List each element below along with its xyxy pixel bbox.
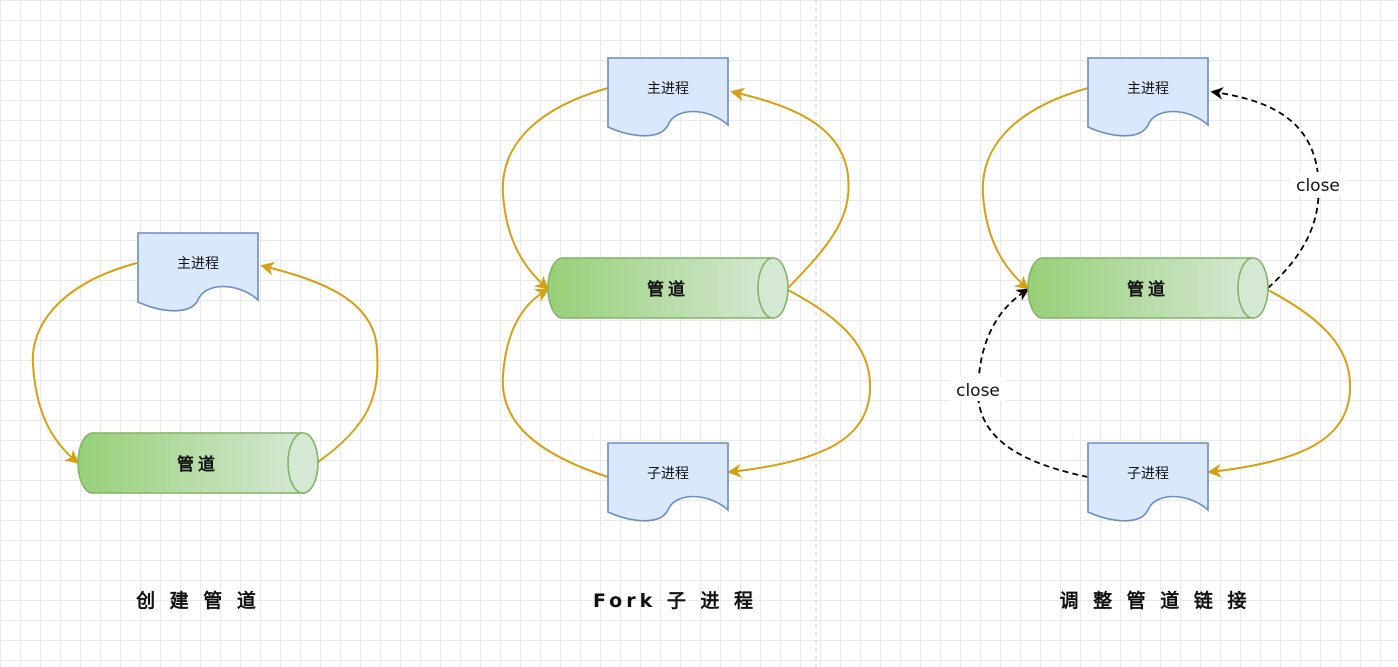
edge-pipe-to-parent [260,261,379,463]
pipe-label: 管道 [647,279,689,300]
parent-process-node: 主进程 [1087,57,1209,137]
pipe-node: 管道 [547,257,789,319]
edge-child-to-pipe [501,288,609,478]
caption-adjust-pipe-links: 调 整 管 道 链 接 [1059,589,1250,612]
pipe-label: 管道 [1127,279,1169,300]
pipe-node: 管道 [77,432,319,494]
child-process-label: 子进程 [1127,466,1169,482]
edge-parent-to-pipe [31,262,138,464]
panel-fork-child: 主进程 管道 子进程 Fork 子 进 程 [501,57,872,612]
parent-process-label: 主进程 [177,256,219,272]
close-label-top: close [1296,176,1340,196]
parent-process-label: 主进程 [647,81,689,97]
edge-pipe-to-child [727,289,872,478]
child-process-node: 子进程 [607,442,729,522]
parent-process-node: 主进程 [137,232,259,312]
child-process-label: 子进程 [647,466,689,482]
edge-parent-to-pipe [501,87,609,290]
child-process-node: 子进程 [1087,442,1209,522]
edge-pipe-to-child [1207,289,1352,478]
close-label-bottom: close [956,381,1000,401]
parent-process-node: 主进程 [607,57,729,137]
panel-adjust-pipe-links: close close 主进程 管道 子进程 调 整 管 道 链 接 [950,57,1352,612]
pipe-node: 管道 [1027,257,1269,319]
caption-create-pipe: 创 建 管 道 [135,589,260,612]
edge-pipe-to-parent [730,87,850,289]
pipe-label: 管道 [177,454,219,475]
edge-close-child-to-pipe [977,288,1089,478]
caption-fork-child: Fork 子 进 程 [593,590,757,612]
edge-parent-to-pipe [981,87,1089,290]
panel-create-pipe: 主进程 管道 创 建 管 道 [31,232,379,612]
parent-process-label: 主进程 [1127,81,1169,97]
